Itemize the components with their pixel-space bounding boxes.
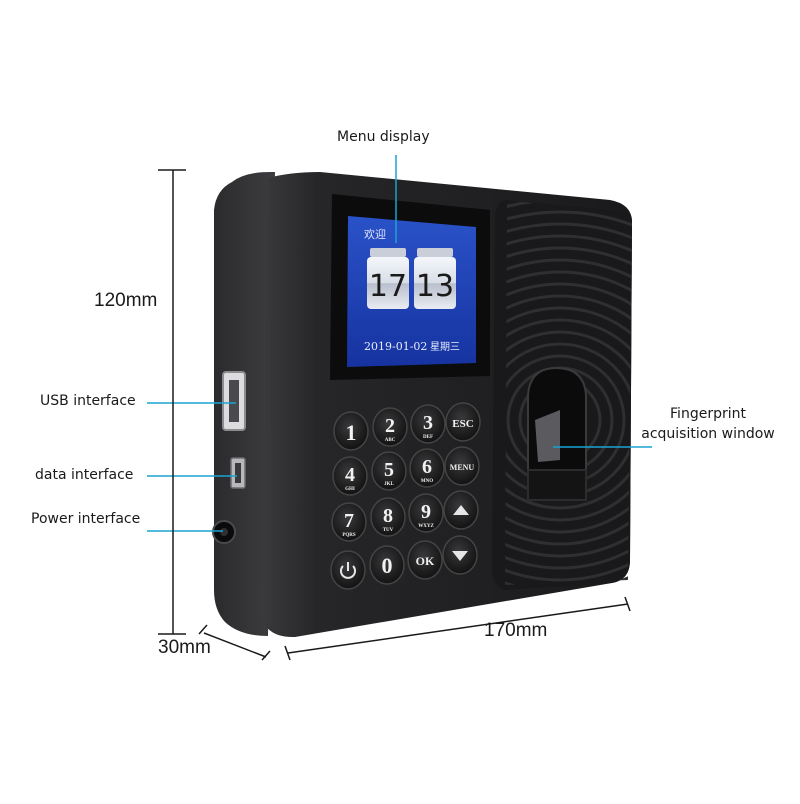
key-menu[interactable] — [444, 446, 480, 486]
fingerprint-label-line1: Fingerprint — [670, 406, 746, 422]
screen-greeting: 欢迎 — [364, 227, 386, 241]
usb-interface-label: USB interface — [40, 393, 136, 409]
key-7-label: 7 — [344, 510, 354, 532]
keypad — [330, 402, 481, 590]
key-0-label: 0 — [382, 553, 393, 578]
key-2[interactable] — [372, 407, 408, 447]
arrow-down-icon — [452, 551, 468, 561]
key-0[interactable] — [369, 545, 405, 585]
key-5-label: 5 — [384, 459, 394, 481]
key-8[interactable] — [370, 497, 406, 537]
key-6[interactable] — [409, 448, 445, 488]
hour-card-back — [370, 248, 406, 257]
key-esc[interactable] — [445, 402, 481, 442]
key-9-sub: WXYZ — [418, 524, 434, 529]
power-jack-pin — [220, 528, 228, 536]
fingerprint-window-label: Fingerprint acquisition window — [628, 404, 788, 444]
key-2-label: 2 — [385, 415, 395, 437]
depth-dimension-cap-left — [198, 624, 208, 635]
key-8-label: 8 — [383, 505, 393, 527]
key-2-sub: ABC — [385, 438, 396, 443]
key-6-label: 6 — [422, 456, 432, 478]
arrow-up-icon — [453, 505, 469, 515]
key-menu-label: MENU — [450, 463, 475, 472]
key-8-sub: TUV — [383, 528, 394, 533]
key-1-label: 1 — [346, 420, 357, 445]
width-dimension-cap-right — [624, 596, 631, 612]
menu-display-label: Menu display — [337, 129, 430, 145]
width-dimension-label: 170mm — [484, 620, 548, 641]
depth-dimension-cap-right — [261, 650, 271, 661]
fingerprint-label-line2: acquisition window — [641, 426, 775, 442]
dimension-lines — [158, 169, 631, 661]
key-ok[interactable] — [407, 540, 443, 580]
key-3-sub: DEF — [423, 435, 433, 440]
minute-card-back — [417, 248, 453, 257]
screen-minute: 13 — [416, 269, 454, 304]
usb-port-inner — [229, 380, 239, 422]
key-3-label: 3 — [423, 412, 433, 434]
key-4-sub: GHI — [345, 487, 355, 492]
key-5[interactable] — [371, 451, 407, 491]
key-5-sub: JKL — [384, 482, 394, 487]
key-9[interactable] — [408, 493, 444, 533]
key-7[interactable] — [331, 502, 367, 542]
key-9-label: 9 — [421, 501, 431, 523]
hour-card — [367, 257, 409, 309]
key-7-sub: PQRS — [342, 533, 356, 538]
minute-card — [414, 257, 456, 309]
power-icon — [340, 562, 356, 579]
sensor-glass-highlight — [535, 410, 560, 462]
height-dimension-label: 120mm — [94, 290, 158, 311]
width-dimension-cap-left — [284, 645, 291, 661]
key-4-label: 4 — [345, 464, 355, 486]
screen-hour: 17 — [369, 269, 407, 304]
key-6-sub: MNO — [421, 479, 433, 484]
key-esc-label: ESC — [452, 418, 473, 430]
depth-dimension-line — [203, 632, 267, 658]
mini-usb-port-inner — [235, 463, 241, 483]
fingerprint-ridges — [505, 200, 632, 585]
power-interface-label: Power interface — [31, 511, 141, 527]
width-dimension-line — [287, 603, 629, 654]
screen-date: 2019-01-02 — [364, 340, 427, 353]
callout-lines — [147, 155, 652, 532]
key-ok-label: OK — [416, 554, 435, 568]
screen-weekday: 星期三 — [430, 341, 460, 353]
data-interface-label: data interface — [35, 467, 134, 483]
finger-rest — [527, 469, 587, 501]
key-3[interactable] — [410, 404, 446, 444]
key-1[interactable] — [333, 411, 369, 451]
depth-dimension-label: 30mm — [158, 637, 211, 658]
key-4[interactable] — [332, 456, 368, 496]
